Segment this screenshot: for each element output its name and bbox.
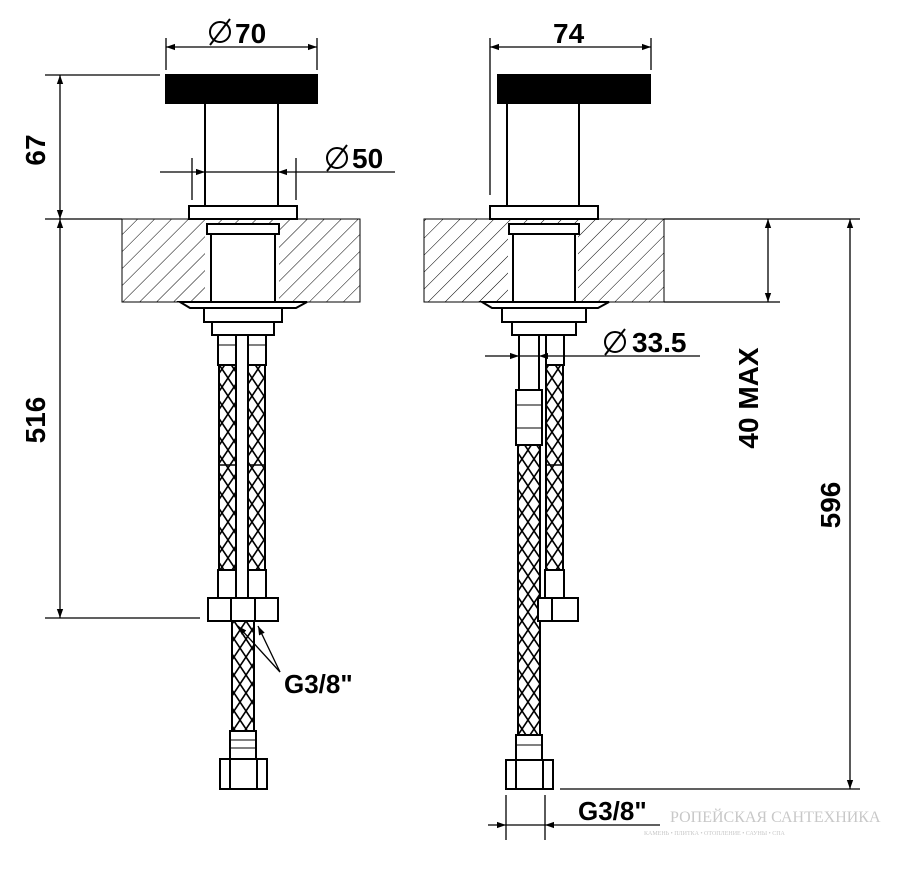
right-handle: [497, 74, 651, 104]
dimension-lines: [45, 38, 860, 840]
dim-hose-516: 516: [20, 397, 51, 444]
diameter-symbol-33-5: [604, 328, 626, 356]
right-flange: [489, 205, 599, 220]
right-view: [423, 74, 665, 790]
left-flange: [188, 205, 298, 220]
right-hose-front: [517, 444, 541, 736]
dim-total-596: 596: [815, 482, 846, 529]
watermark-line2: КАМЕНЬ • ПЛИТКА • ОТОПЛЕНИЕ • САУНЫ • СП…: [644, 831, 786, 837]
right-hose-back: [545, 364, 564, 571]
left-lower-hose: [231, 620, 255, 732]
dim-height-67: 67: [20, 134, 51, 165]
diameter-symbol-50: [326, 144, 348, 172]
dim-width-74: 74: [553, 18, 585, 49]
watermark-line1: РОПЕЙСКАЯ САНТЕХНИКА: [670, 807, 881, 826]
dim-thread-right: G3/8": [578, 796, 647, 826]
right-hex-nut: [537, 597, 579, 622]
left-hose-1: [218, 364, 237, 571]
diameter-symbol-70: [209, 18, 231, 46]
diameter-symbols: [209, 18, 626, 356]
right-bottom-nut: [505, 759, 554, 790]
left-body: [204, 102, 279, 207]
right-body: [506, 102, 580, 207]
dim-thread-left: G3/8": [284, 669, 353, 699]
left-hose-2: [247, 364, 266, 571]
left-bottom-nut: [219, 758, 268, 790]
left-hex-nut: [207, 597, 279, 622]
dim-diameter-33-5: 33.5: [632, 327, 687, 358]
dim-40-max: 40 MAX: [733, 347, 764, 448]
dim-diameter-50: 50: [352, 143, 383, 174]
left-handle: [165, 74, 318, 104]
dim-diameter-70: 70: [235, 18, 266, 49]
left-view: [121, 74, 361, 790]
